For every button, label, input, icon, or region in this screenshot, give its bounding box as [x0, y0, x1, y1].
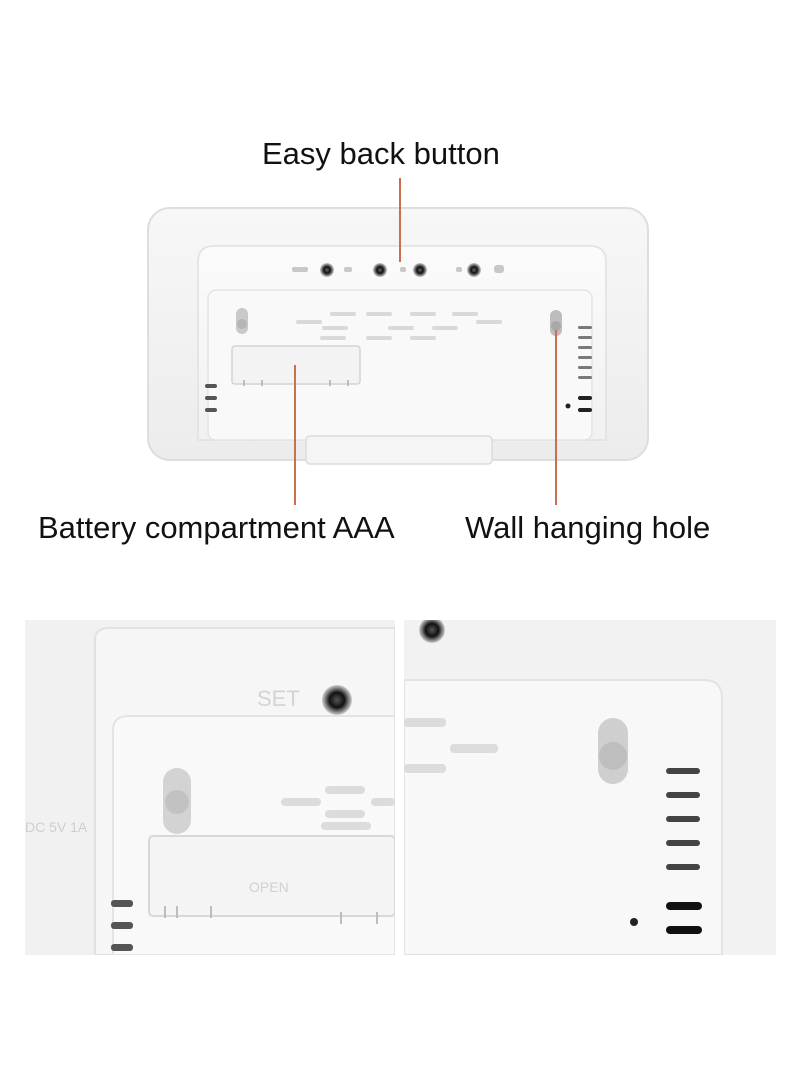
open-marking: OPEN — [249, 879, 289, 895]
wall-hanging-hole-label: Wall hanging hole — [465, 510, 711, 545]
up-button — [373, 263, 387, 277]
left-keyhole — [236, 308, 248, 334]
alarm-button — [467, 263, 481, 277]
set-marking: SET — [257, 686, 300, 711]
wall-hanging-hole-closeup — [598, 718, 628, 784]
set-button — [320, 263, 334, 277]
left-keyhole-closeup — [163, 768, 191, 834]
closeup-right-photo — [404, 620, 776, 955]
down-button — [413, 263, 427, 277]
closeup-left-photo: SET DC 5V 1A OPEN — [25, 620, 395, 955]
battery-door-closeup — [148, 835, 395, 917]
button-closeup — [419, 620, 445, 643]
power-marking: DC 5V 1A — [25, 819, 88, 835]
stand-tab — [305, 435, 493, 465]
wall-hanging-hole — [550, 310, 562, 336]
battery-compartment-label: Battery compartment AAA — [38, 510, 395, 545]
set-button-closeup — [322, 685, 352, 715]
clock-back-photo — [147, 178, 649, 505]
easy-back-button-label: Easy back button — [262, 136, 500, 171]
